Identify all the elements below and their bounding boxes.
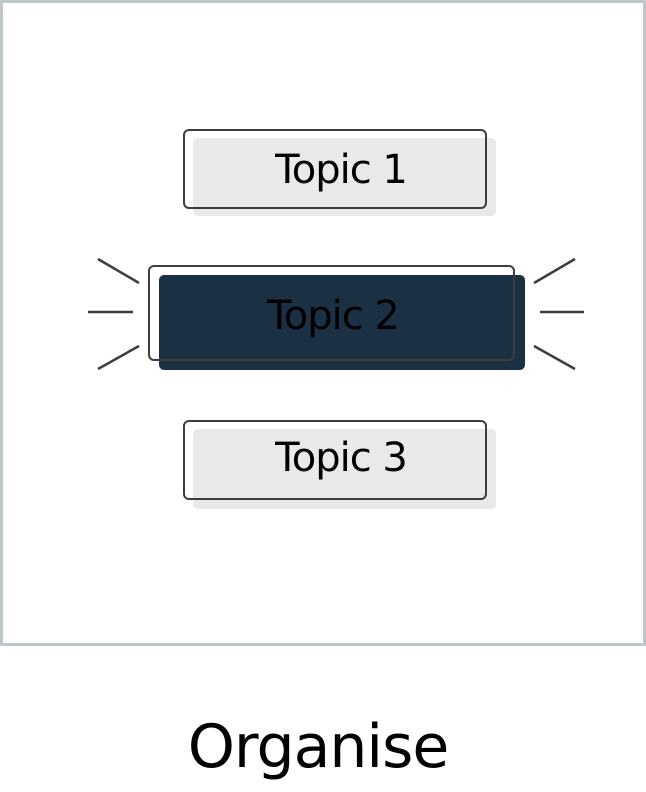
topic-3-outline [183,420,487,500]
topic-3-box: Topic 3 [183,420,499,512]
topic-2-box: Topic 2 [148,265,528,375]
illustration-frame: Topic 1 Topic 2 Topic 3 [0,0,646,646]
caption-title: Organise [187,712,450,782]
topic-1-label: Topic 1 [275,147,408,193]
topic-2-label: Topic 2 [267,293,400,339]
topic-1-box: Topic 1 [183,129,499,221]
topic-2-fill [159,275,525,370]
topic-1-outline [183,129,487,209]
topic-2-outline [148,265,515,361]
topic-3-fill [193,429,496,509]
topic-3-label: Topic 3 [275,435,408,481]
topic-1-fill [193,138,496,216]
emphasis-rays-icon [88,257,584,371]
